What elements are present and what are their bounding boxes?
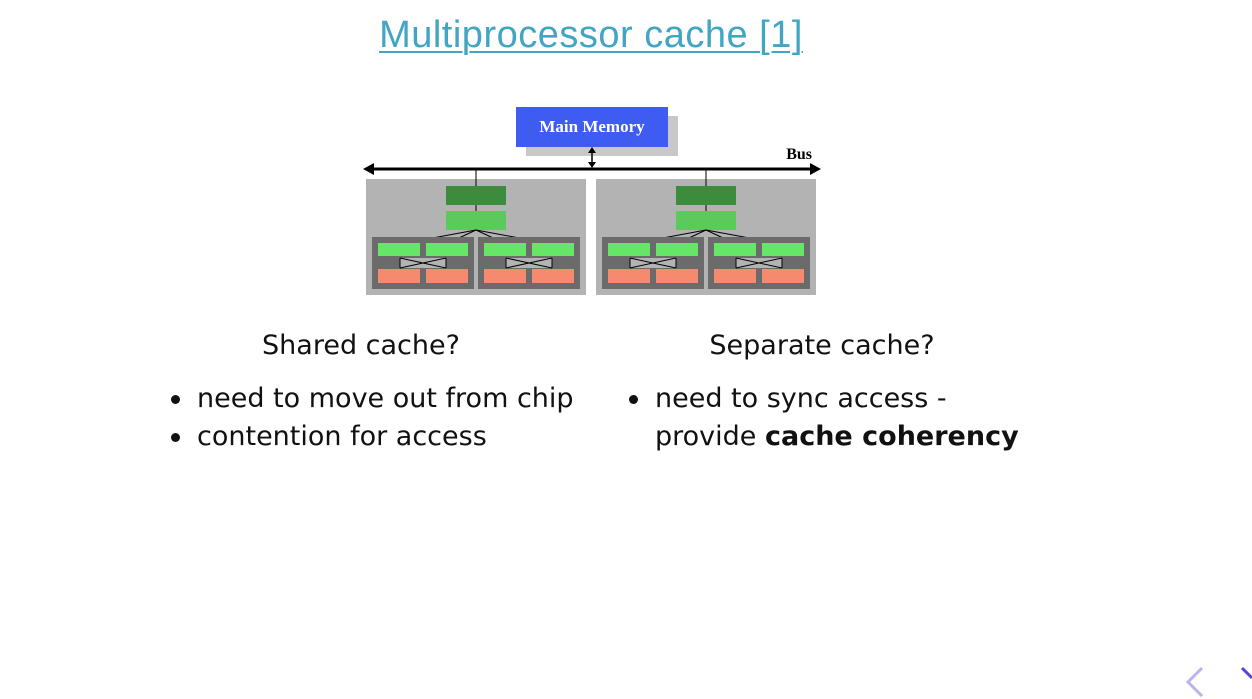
shared-cache-heading: Shared cache? (262, 330, 460, 361)
connector-arrow-up (588, 147, 596, 153)
core-pair-right-a (602, 237, 704, 289)
bullet-item: need to sync access - provide cache cohe… (625, 380, 1045, 456)
main-memory-label: Main Memory (539, 117, 645, 136)
chevron-left-icon (1185, 666, 1204, 698)
bullet-bold-text: cache coherency (764, 421, 1019, 452)
bullet-text: need to sync access - provide (655, 383, 947, 452)
processor-board-right (596, 170, 816, 295)
chevron-right-icon (1240, 666, 1252, 680)
multiprocessor-diagram: Main Memory Bus (363, 107, 821, 295)
bullet-item: contention for access (167, 418, 607, 456)
shared-cache-bullets: need to move out from chip contention fo… (167, 380, 607, 456)
bus-label: Bus (786, 146, 812, 163)
processor-board-left (366, 170, 586, 295)
slide-title[interactable]: Multiprocessor cache [1] (379, 14, 803, 56)
core-pair-left-a (372, 237, 474, 289)
main-memory-box (516, 107, 668, 147)
l2-cache-block (446, 211, 506, 230)
connector-arrow-down (588, 162, 596, 168)
separate-cache-heading: Separate cache? (709, 330, 935, 361)
prev-slide-button[interactable] (1180, 662, 1210, 699)
l3-cache-block (446, 186, 506, 205)
l2-cache-block (676, 211, 736, 230)
l3-cache-block (676, 186, 736, 205)
bus-arrow-right (810, 163, 821, 175)
bus-arrow-left (363, 163, 374, 175)
next-slide-button[interactable] (1232, 662, 1252, 699)
separate-cache-bullets: need to sync access - provide cache cohe… (625, 380, 1045, 456)
core-pair-left-b (478, 237, 580, 289)
bullet-item: need to move out from chip (167, 380, 607, 418)
core-pair-right-b (708, 237, 810, 289)
